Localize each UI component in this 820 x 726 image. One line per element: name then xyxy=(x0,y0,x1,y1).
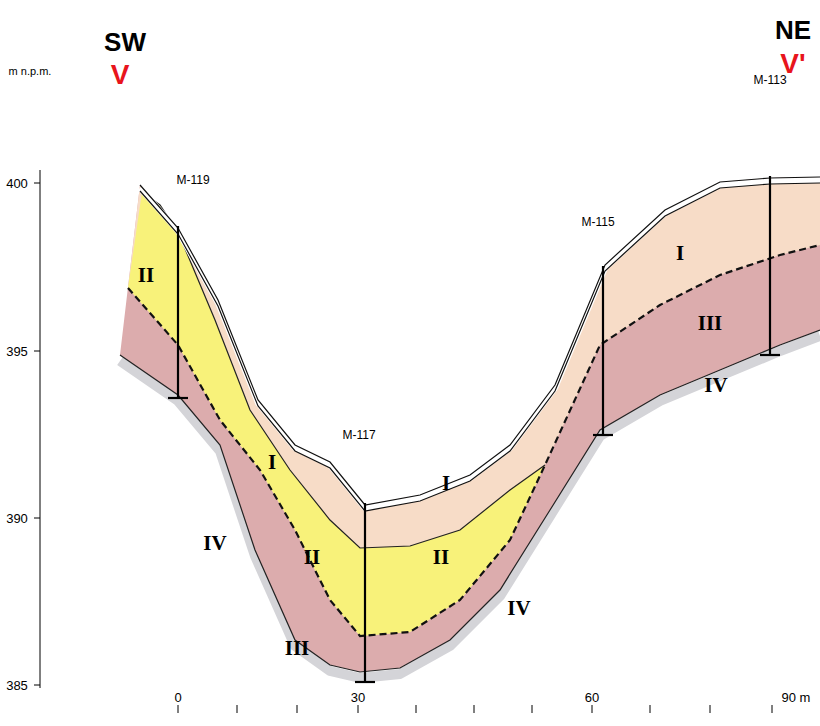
borehole-label: M-115 xyxy=(581,216,614,228)
layer-label: II xyxy=(304,547,320,568)
axis-value: 390 xyxy=(6,512,28,525)
scale-value: 0 xyxy=(174,691,181,704)
borehole-label: M-113 xyxy=(753,74,786,86)
axis-value: 400 xyxy=(6,177,28,190)
borehole-label: M-117 xyxy=(342,429,375,441)
section-end-label: V xyxy=(111,61,130,89)
layer-label: II xyxy=(138,265,154,286)
layer-label: I xyxy=(442,473,450,494)
layer-label: I xyxy=(676,243,684,264)
layer-label: III xyxy=(285,638,310,659)
layer-label: III xyxy=(698,313,723,334)
scale-value: 90 m xyxy=(782,691,811,704)
scale-value: 60 xyxy=(585,691,599,704)
axis-unit: m n.p.m. xyxy=(9,66,52,77)
direction-label: NE xyxy=(775,17,811,43)
axis-value: 385 xyxy=(6,679,28,692)
layer-label: IV xyxy=(507,598,530,619)
direction-label: SW xyxy=(104,29,146,55)
layer-label: IV xyxy=(704,375,727,396)
scale-value: 30 xyxy=(351,691,365,704)
layer-label: II xyxy=(433,547,449,568)
axis-value: 395 xyxy=(6,345,28,358)
borehole-label: M-119 xyxy=(176,174,209,186)
layer-label: IV xyxy=(203,533,226,554)
layer-label: I xyxy=(268,452,276,473)
